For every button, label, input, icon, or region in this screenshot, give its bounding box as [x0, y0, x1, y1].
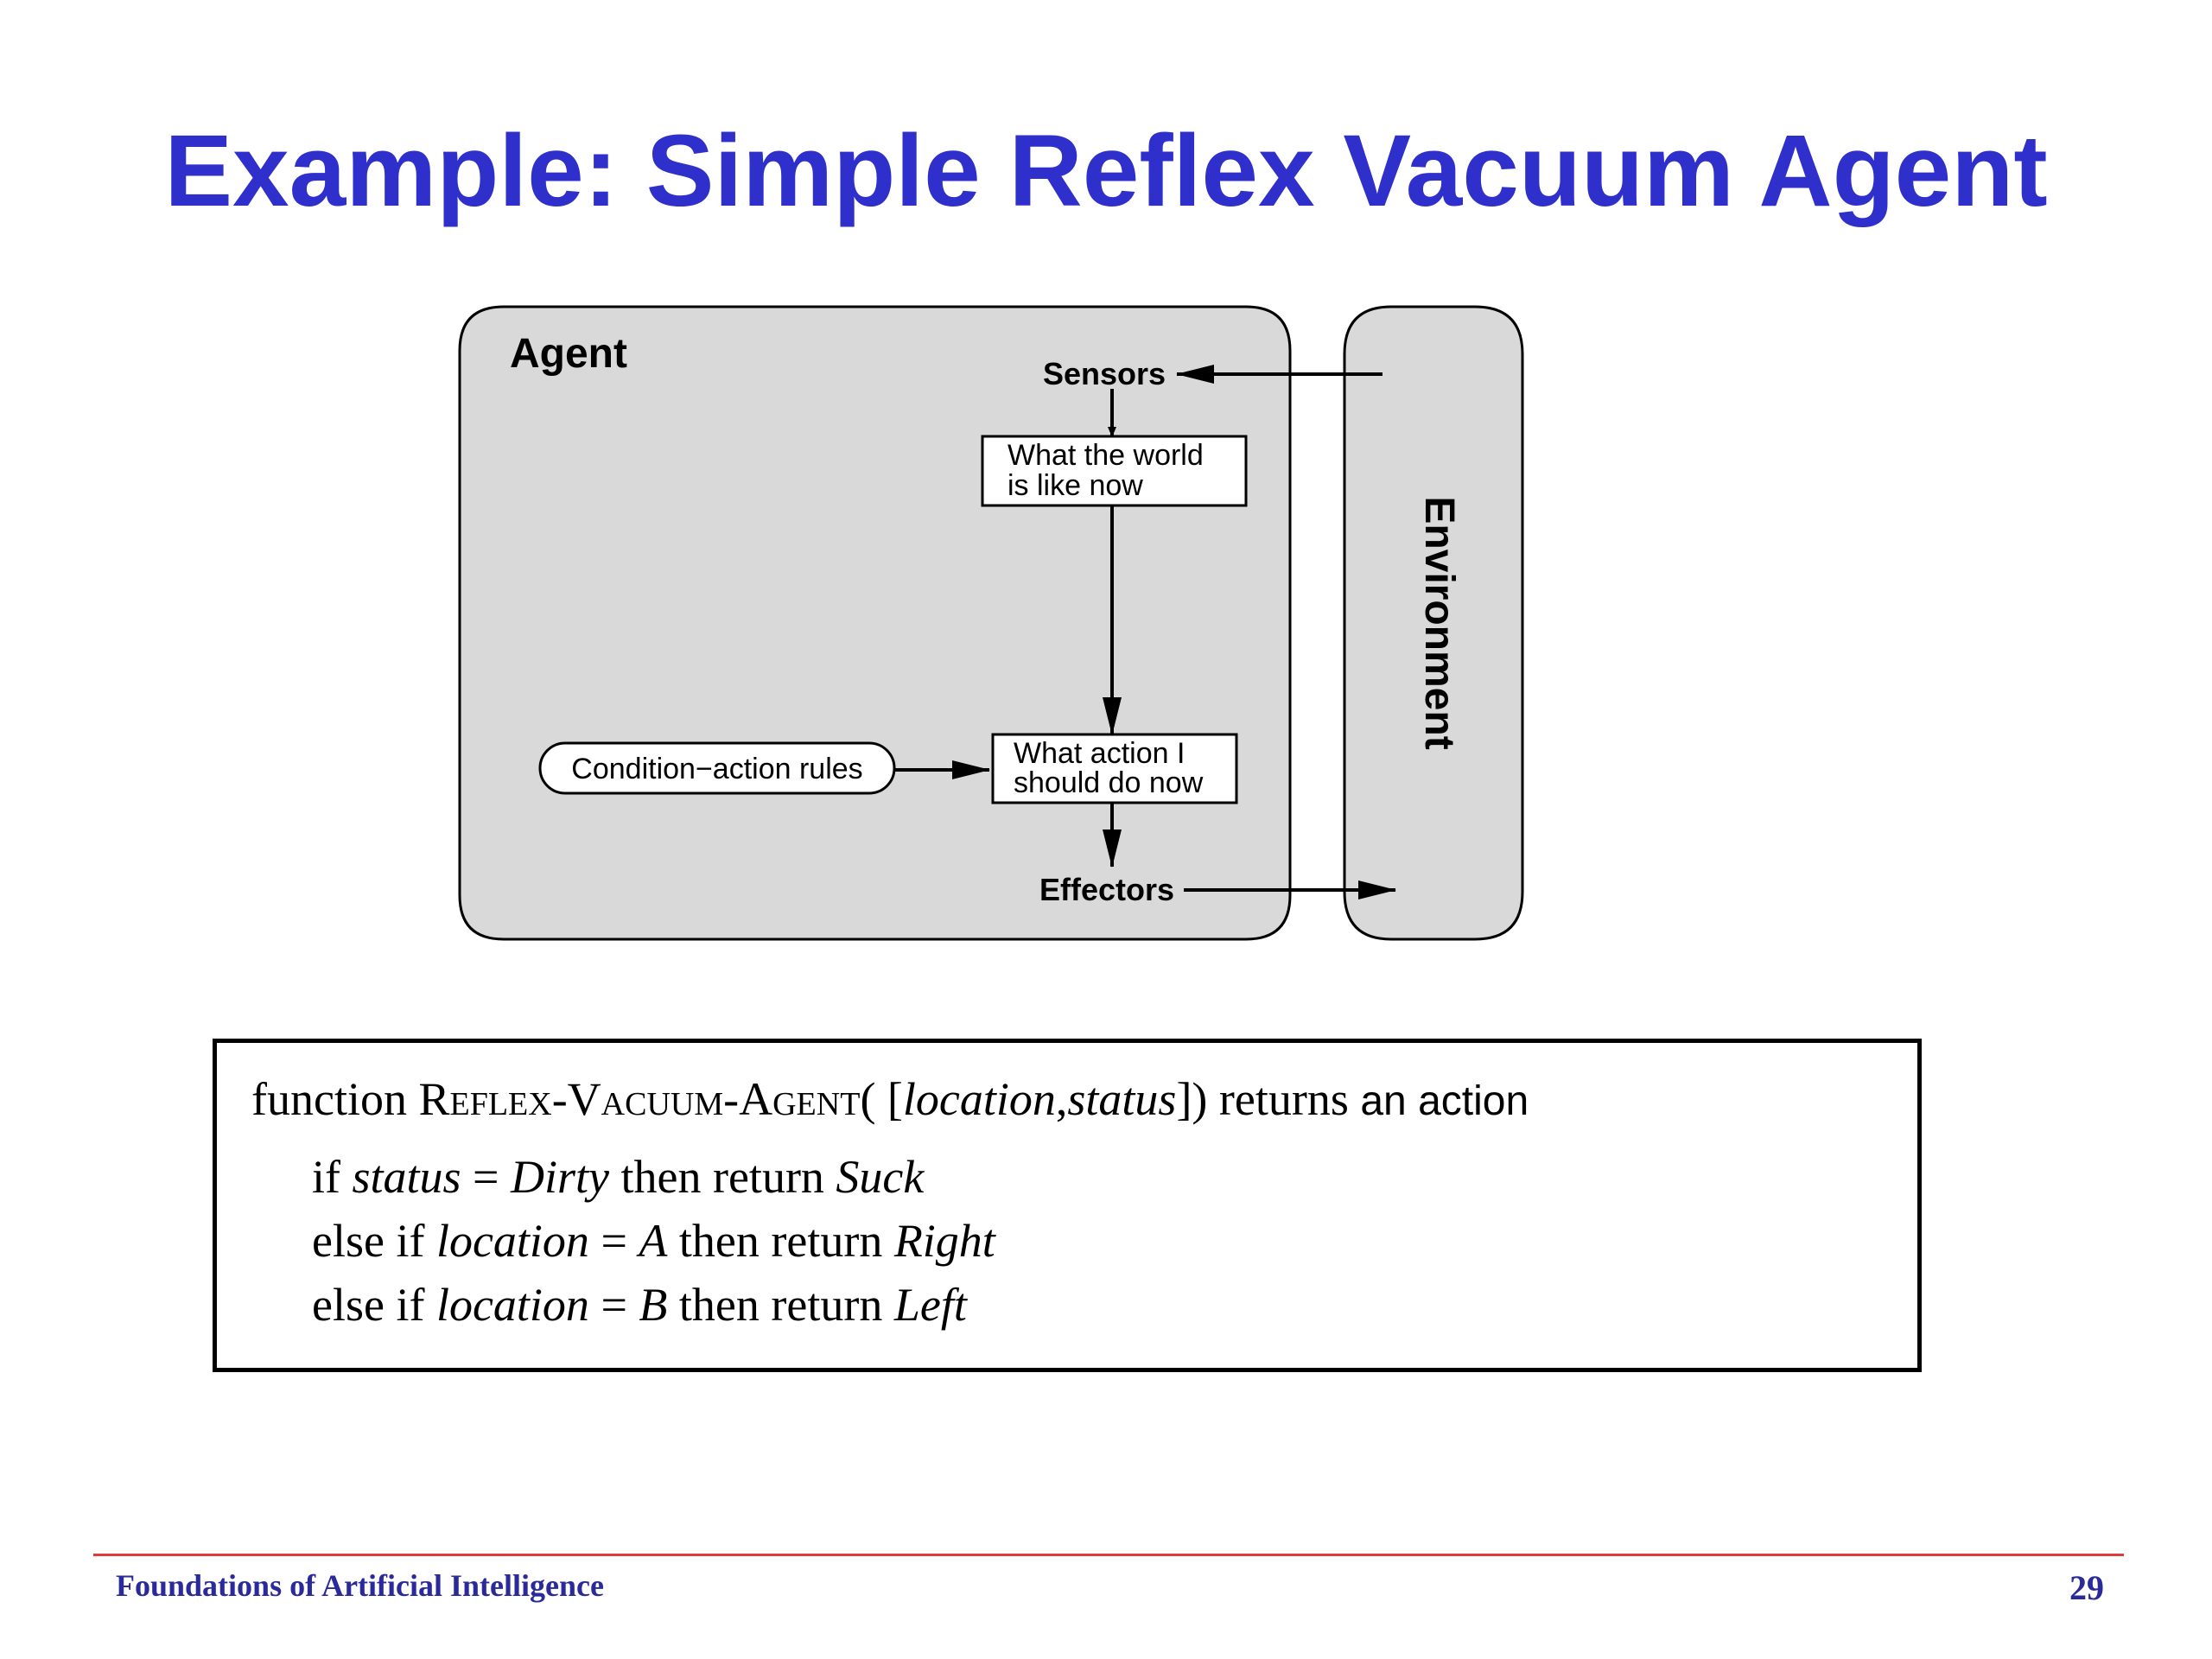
- pseudocode-box: function Reflex-Vacuum-Agent( [location,…: [213, 1039, 1922, 1372]
- footer-divider: [93, 1554, 2124, 1556]
- open-paren: ( [: [860, 1073, 903, 1125]
- sensors-label: Sensors: [1043, 356, 1166, 391]
- val-dirty: Dirty: [511, 1151, 610, 1203]
- arg-status: status: [1067, 1073, 1177, 1125]
- world-state-box: [981, 435, 1248, 507]
- val-b: B: [639, 1279, 668, 1331]
- equals: =: [601, 1215, 627, 1267]
- code-line-location-b: else if location = B then return Left: [251, 1273, 1917, 1337]
- val-a: A: [639, 1215, 668, 1267]
- result-right: Right: [893, 1215, 995, 1267]
- agent-diagram: Agent Environment Sensors Effectors What…: [458, 305, 1524, 941]
- page-number: 29: [2069, 1568, 2104, 1607]
- code-line-location-a: else if location = A then return Right: [251, 1209, 1917, 1273]
- footer-course-title: Foundations of Artificial Intelligence: [116, 1568, 604, 1603]
- world-state-line1: What the world: [1007, 439, 1204, 472]
- effectors-label: Effectors: [1039, 872, 1174, 907]
- kw-then-return: then return: [678, 1279, 883, 1331]
- returns-type: an action: [1360, 1078, 1529, 1124]
- var-location: location: [435, 1215, 589, 1267]
- slide-title: Example: Simple Reflex Vacuum Agent: [164, 114, 2048, 228]
- kw-function: function: [251, 1073, 407, 1125]
- agent-panel: [458, 305, 1292, 941]
- agent-label: Agent: [510, 331, 627, 377]
- result-left: Left: [893, 1279, 967, 1331]
- equals: =: [601, 1279, 627, 1331]
- kw-else-if: else if: [312, 1215, 425, 1267]
- code-line-signature: function Reflex-Vacuum-Agent( [location,…: [251, 1067, 1917, 1131]
- equals: =: [473, 1151, 499, 1203]
- var-status: status: [352, 1151, 461, 1203]
- environment-panel: [1343, 305, 1524, 941]
- function-name: Reflex-Vacuum-Agent: [418, 1073, 861, 1125]
- close-paren: ]): [1176, 1073, 1208, 1125]
- arg-comma: ,: [1055, 1073, 1068, 1125]
- kw-then-return: then return: [620, 1151, 824, 1203]
- action-box: [991, 733, 1238, 804]
- result-suck: Suck: [836, 1151, 925, 1203]
- world-state-line2: is like now: [1007, 469, 1143, 502]
- kw-else-if: else if: [312, 1279, 425, 1331]
- kw-if: if: [312, 1151, 340, 1203]
- arg-location: location: [902, 1073, 1056, 1125]
- environment-label: Environment: [1416, 496, 1462, 749]
- action-box-line1: What action I: [1014, 737, 1185, 770]
- var-location: location: [435, 1279, 589, 1331]
- kw-then-return: then return: [678, 1215, 883, 1267]
- kw-returns: returns: [1218, 1073, 1349, 1125]
- action-box-line2: should do now: [1014, 766, 1204, 799]
- code-line-if-dirty: if status = Dirty then return Suck: [251, 1145, 1917, 1209]
- condition-action-rules-label: Condition−action rules: [571, 753, 862, 785]
